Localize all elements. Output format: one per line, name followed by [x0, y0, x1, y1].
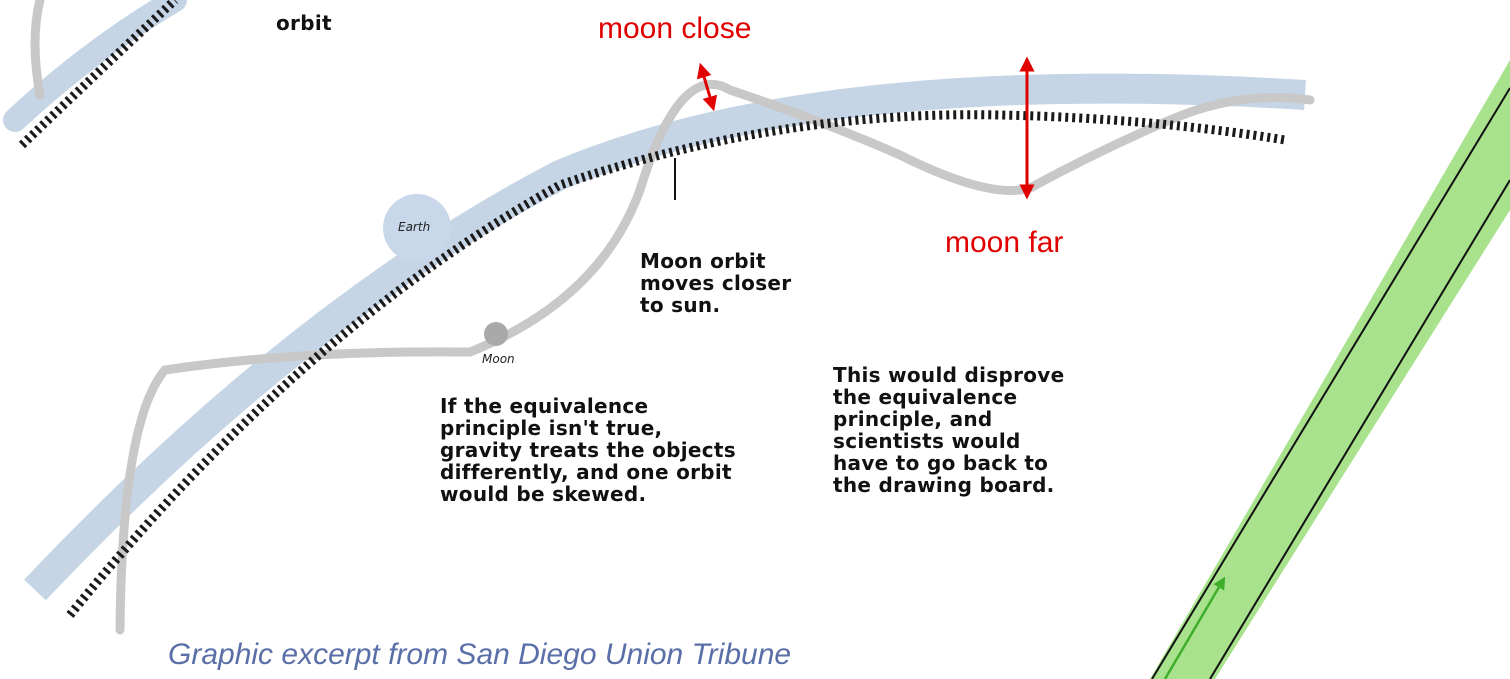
moon-close-arrow — [696, 62, 718, 112]
green-band — [1150, 60, 1510, 679]
earth-circle — [383, 194, 451, 262]
earth-orbit-band-upper — [3, 0, 187, 132]
moon-orbit-dotted — [66, 110, 1286, 618]
green-arrow — [1163, 576, 1226, 679]
moon-orbit-dotted-upper — [18, 0, 179, 149]
earth-label: Earth — [398, 220, 431, 234]
moon-close-label: moon close — [598, 12, 752, 45]
credit-text: Graphic excerpt from San Diego Union Tri… — [168, 638, 792, 671]
moon-circle — [484, 322, 508, 346]
earth-orbit-band — [24, 73, 1306, 601]
moon-far-label: moon far — [945, 226, 1064, 259]
earth-orbit-fragment-label: orbit — [276, 11, 332, 35]
moon-label: Moon — [482, 352, 515, 366]
caption-right: This would disprove the equivalence prin… — [833, 363, 1065, 497]
caption-left: If the equivalence principle isn't true,… — [440, 394, 736, 506]
moon-orbit-note: Moon orbit moves closer to sun. — [640, 249, 792, 317]
moon-path-upper — [30, 0, 45, 100]
moon-path — [115, 79, 1315, 635]
